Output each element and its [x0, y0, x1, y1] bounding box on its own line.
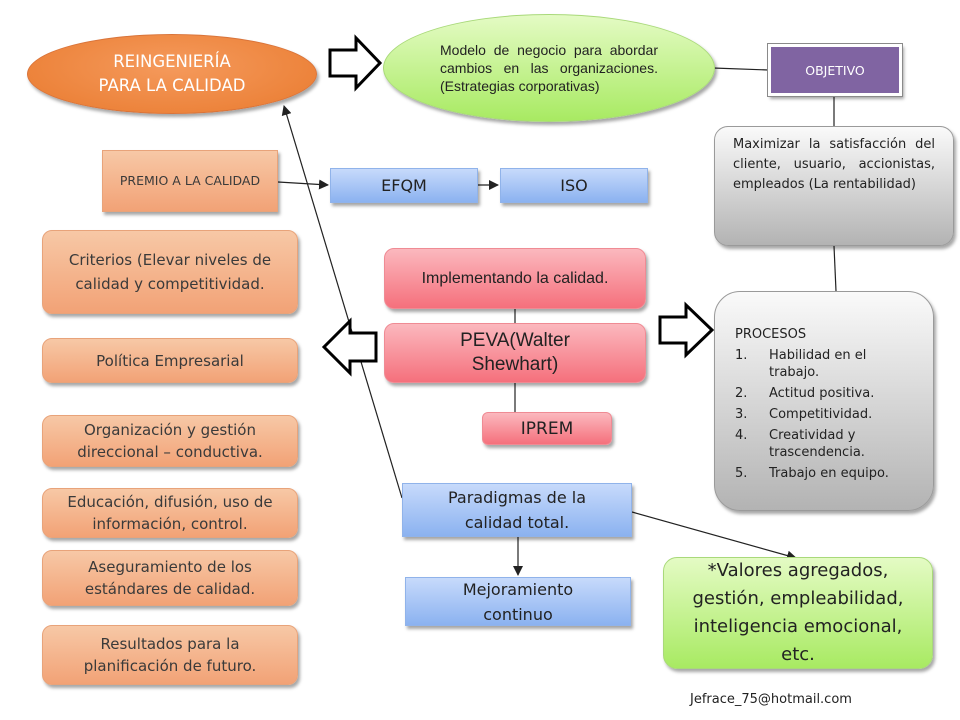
left-item-aseguramiento-text: Aseguramiento de los estándares de calid…	[84, 558, 256, 598]
iprem-box: IPREM	[482, 412, 612, 445]
implementando-text: Implementando la calidad.	[421, 269, 609, 287]
title-line-2: PARA LA CALIDAD	[98, 76, 246, 95]
procesos-item: 1.Habilidad en el trabajo.	[735, 348, 867, 380]
paradigmas-text: Paradigmas de la calidad total.	[447, 488, 587, 532]
left-item-resultados: Resultados para la planificación de futu…	[42, 625, 298, 685]
peva-box: PEVA(Walter Shewhart)	[384, 323, 646, 383]
procesos-item: 3.Competitividad.	[735, 407, 873, 422]
objetivo-box: OBJETIVO	[767, 43, 903, 97]
left-item-educacion-text: Educación, difusión, uso de información,…	[67, 493, 273, 533]
mejoramiento-text: Mejoramiento continuo	[462, 579, 574, 624]
connector-premio-efqm	[277, 179, 329, 190]
block-arrow-left	[321, 317, 378, 377]
title-line-1: REINGENIERÍA	[113, 52, 231, 71]
valores-text: *Valores agregados, gestión, empleabilid…	[692, 560, 904, 665]
mejoramiento-box: Mejoramiento continuo	[405, 577, 631, 626]
business-model-ellipse: Modelo de negocio para abordar cambios e…	[383, 14, 715, 122]
peva-text: PEVA(Walter Shewhart)	[460, 330, 570, 375]
left-item-aseguramiento: Aseguramiento de los estándares de calid…	[42, 550, 298, 606]
business-model-text: Modelo de negocio para abordar cambios e…	[440, 42, 658, 94]
valores-box: *Valores agregados, gestión, empleabilid…	[663, 557, 933, 669]
left-item-criterios: Criterios (Elevar niveles de calidad y c…	[42, 230, 298, 314]
left-item-organizacion: Organización y gestión direccional – con…	[42, 415, 298, 467]
procesos-box: PROCESOS 1.Habilidad en el trabajo. 2.Ac…	[714, 291, 934, 511]
left-item-educacion: Educación, difusión, uso de información,…	[42, 488, 298, 538]
left-item-organizacion-text: Organización y gestión direccional – con…	[77, 421, 263, 461]
premio-label: PREMIO A LA CALIDAD	[119, 173, 261, 188]
efqm-label: EFQM	[381, 176, 427, 195]
connector-paradigmas-title	[281, 105, 403, 499]
footer-email: Jefrace_75@hotmail.com	[690, 692, 852, 707]
iprem-label: IPREM	[520, 418, 574, 439]
connector-paradigmas-valores	[631, 511, 797, 561]
iso-label: ISO	[560, 176, 588, 195]
left-item-resultados-text: Resultados para la planificación de futu…	[83, 635, 257, 675]
left-item-criterios-text: Criterios (Elevar niveles de calidad y c…	[68, 251, 272, 293]
maximizar-box: Maximizar la satisfacción del cliente, u…	[714, 126, 954, 246]
objetivo-label: OBJETIVO	[805, 62, 865, 78]
procesos-title: PROCESOS	[735, 327, 807, 342]
procesos-list: 1.Habilidad en el trabajo. 2.Actitud pos…	[735, 347, 919, 482]
implementando-box: Implementando la calidad.	[384, 248, 646, 309]
paradigmas-box: Paradigmas de la calidad total.	[402, 483, 632, 537]
left-item-politica: Política Empresarial	[42, 338, 298, 383]
procesos-item: 2.Actitud positiva.	[735, 386, 875, 401]
left-item-politica-text: Política Empresarial	[96, 351, 244, 370]
title-ellipse: REINGENIERÍA PARA LA CALIDAD	[27, 34, 317, 114]
premio-box: PREMIO A LA CALIDAD	[102, 150, 278, 212]
procesos-item: 4.Creatividad y trascendencia.	[735, 428, 865, 460]
procesos-item: 5.Trabajo en equipo.	[735, 466, 889, 481]
connector-maximizar-procesos	[833, 245, 837, 292]
block-arrow-right-top	[328, 34, 383, 92]
block-arrow-right-procesos	[658, 301, 715, 359]
efqm-box: EFQM	[330, 168, 478, 203]
iso-box: ISO	[500, 168, 648, 203]
connector-model-objetivo	[712, 67, 769, 71]
maximizar-text: Maximizar la satisfacción del cliente, u…	[733, 137, 935, 192]
